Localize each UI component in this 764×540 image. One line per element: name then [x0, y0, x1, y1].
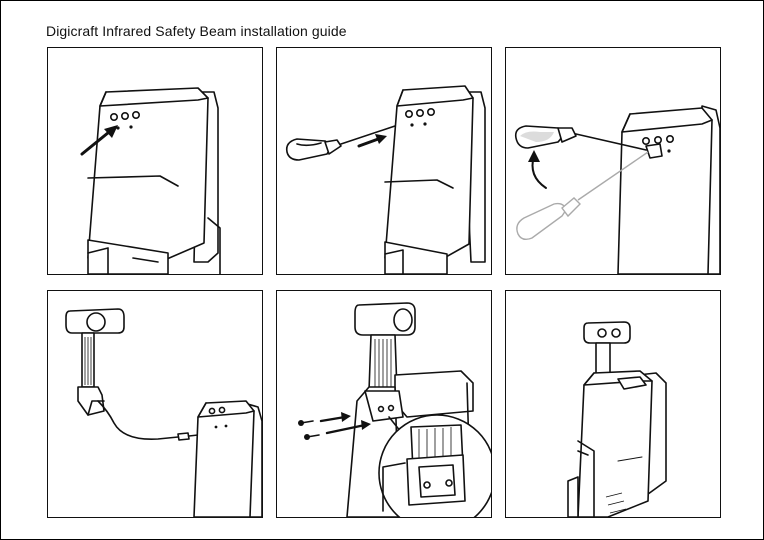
- step-3-illustration: [514, 105, 720, 274]
- step-5-panel: [276, 290, 492, 518]
- step-1-panel: [47, 47, 263, 275]
- step-4-panel: [47, 290, 263, 518]
- step-3-panel: [505, 47, 721, 275]
- step-2-illustration: [285, 85, 486, 274]
- step-6-panel: [505, 290, 721, 518]
- page-title: Digicraft Infrared Safety Beam installat…: [46, 23, 347, 39]
- step-4-illustration: [65, 308, 262, 517]
- step-5-illustration: [298, 302, 491, 517]
- step-2-panel: [276, 47, 492, 275]
- step-6-illustration: [567, 321, 667, 517]
- step-1-illustration: [80, 87, 221, 274]
